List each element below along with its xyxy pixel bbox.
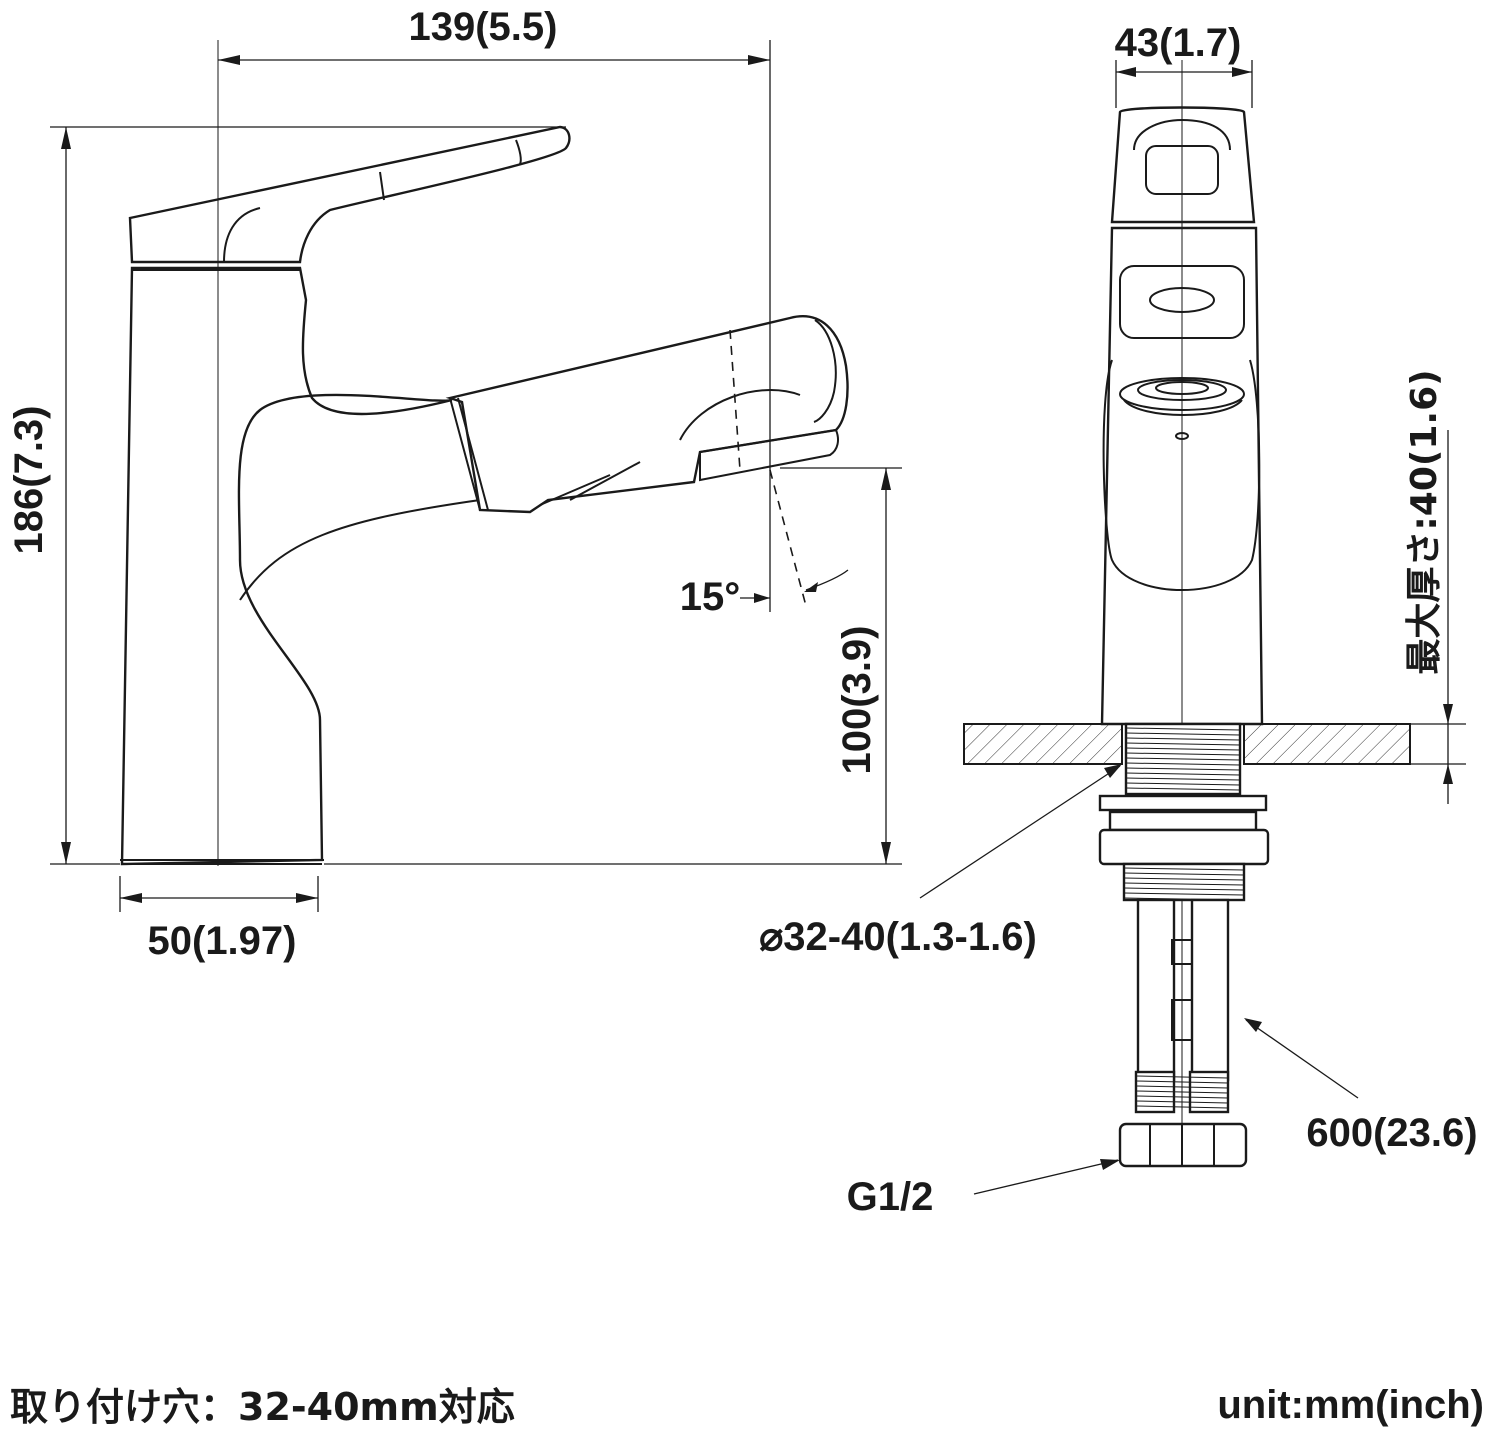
front-view-dimension-lines xyxy=(919,60,1466,1195)
thread-line xyxy=(1125,747,1241,751)
mounting-shank xyxy=(1098,722,1270,1168)
thread-line xyxy=(1125,727,1241,731)
dim-spout-height: 100(3.9) xyxy=(835,626,879,775)
thread-line xyxy=(1135,1105,1229,1109)
thread-line xyxy=(1135,1095,1229,1099)
dim-width-total: 139(5.5) xyxy=(409,5,558,49)
thread-line xyxy=(1135,1080,1229,1084)
lever-handle xyxy=(128,125,571,264)
thread-line xyxy=(1123,877,1245,881)
mounting-hole-note: 取り付け穴：32-40mm対応 xyxy=(10,1385,515,1429)
thread-line xyxy=(1125,767,1241,771)
thread-line xyxy=(1123,887,1245,891)
thread-line xyxy=(1125,772,1241,776)
dim-hole-diameter: ⌀32-40(1.3-1.6) xyxy=(759,915,1037,959)
pull-out-spray-head xyxy=(445,315,849,514)
thread-line xyxy=(1135,1100,1229,1104)
dim-hose-length: 600(23.6) xyxy=(1306,1111,1477,1155)
dim-height-total: 186(7.3) xyxy=(7,406,51,555)
dim-angle: 15° xyxy=(680,575,741,619)
thread-line xyxy=(1125,787,1241,791)
dim-max-thickness: 最大厚さ:40(1.6) xyxy=(1404,369,1445,674)
front-handle xyxy=(1110,106,1256,224)
thread-line xyxy=(1125,782,1241,786)
side-view-faucet xyxy=(120,40,849,866)
thread-line xyxy=(1125,752,1241,756)
thread-line xyxy=(1123,882,1245,886)
thread-line xyxy=(1135,1085,1229,1089)
countertop-section xyxy=(963,723,1411,765)
dim-side-width: 43(1.7) xyxy=(1115,21,1242,65)
thread-line xyxy=(1125,737,1241,741)
thread-line xyxy=(1125,777,1241,781)
dim-thread: G1/2 xyxy=(847,1175,934,1219)
thread-line xyxy=(1125,732,1241,736)
thread-line xyxy=(1135,1075,1229,1079)
thread-line xyxy=(1123,892,1245,896)
thread-line xyxy=(1125,742,1241,746)
side-view-dimension-lines xyxy=(50,40,902,912)
thread-line xyxy=(1123,872,1245,876)
unit-note: unit:mm(inch) xyxy=(1217,1383,1484,1427)
thread-line xyxy=(1135,1090,1229,1094)
thread-line xyxy=(1125,757,1241,761)
thread-line xyxy=(1125,762,1241,766)
faucet-body-outline xyxy=(120,266,453,866)
dim-base-width: 50(1.97) xyxy=(148,919,297,963)
thread-line xyxy=(1123,867,1245,871)
front-view-faucet xyxy=(1100,60,1264,1160)
